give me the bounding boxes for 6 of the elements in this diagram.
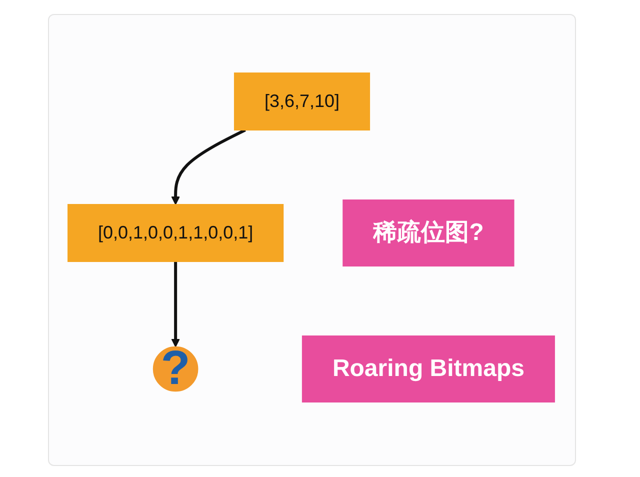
arrow [170, 128, 246, 205]
node-box: Roaring Bitmaps [302, 336, 555, 402]
node-box: [0,0,1,0,0,1,1,0,0,1] [67, 204, 284, 262]
node-box: [3,6,7,10] [234, 72, 370, 130]
node-circle: ? [152, 346, 198, 392]
arrow [170, 262, 180, 348]
